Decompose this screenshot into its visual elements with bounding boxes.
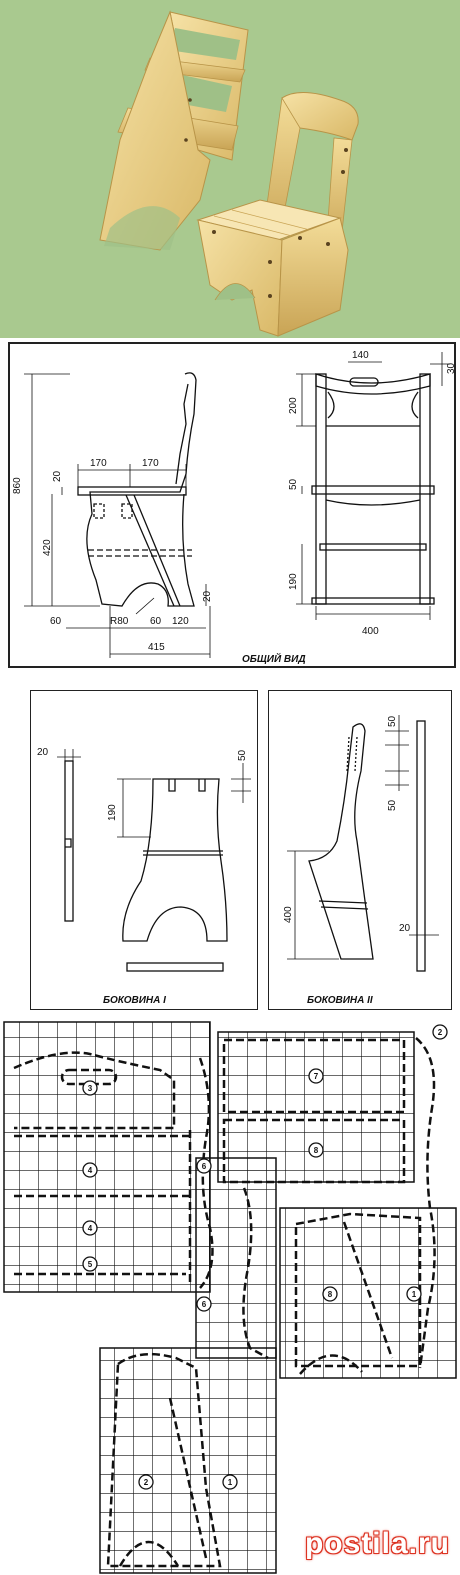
dim-low-190: 190 bbox=[288, 573, 299, 590]
dim-thickness-20: 20 bbox=[37, 747, 49, 758]
part-number-label: 1 bbox=[412, 1290, 417, 1299]
part-marker-circle bbox=[308, 1068, 324, 1084]
dim-base-20: 20 bbox=[202, 590, 213, 602]
part-number-label: 8 bbox=[314, 1146, 319, 1155]
cutting-pattern-grid: 3 4 4 5 6 6 7 8 8 1 2 1 2 postila.ru bbox=[0, 1018, 460, 1575]
dim-seat-thickness: 20 bbox=[52, 470, 63, 482]
side-one-svg: 20 50 190 БОКОВИНА I bbox=[37, 747, 251, 1006]
side-two-caption: БОКОВИНА II bbox=[307, 995, 373, 1006]
general-view-drawing: 860 420 20 170 170 60 R80 60 120 20 415 … bbox=[8, 342, 457, 668]
dim-seat-right: 170 bbox=[142, 458, 159, 469]
dim-back-200: 200 bbox=[288, 397, 299, 414]
dim-height-860: 860 bbox=[12, 477, 23, 494]
part-marker-circle bbox=[82, 1162, 98, 1178]
part-marker-circle bbox=[196, 1158, 212, 1174]
part-markers: 3 4 4 5 6 6 7 8 8 1 2 1 2 bbox=[82, 1024, 448, 1490]
side-one-caption: БОКОВИНА I bbox=[103, 995, 166, 1006]
dim-thickness-20: 20 bbox=[399, 923, 411, 934]
dim-top-50: 50 bbox=[387, 715, 398, 727]
dim-slot-50: 50 bbox=[237, 749, 248, 761]
part-number-label: 2 bbox=[438, 1028, 443, 1037]
part-number-label: 3 bbox=[88, 1084, 93, 1093]
dim-top-30: 30 bbox=[446, 362, 457, 374]
photo-chair-ladder bbox=[0, 0, 460, 338]
part-number-label: 4 bbox=[88, 1224, 93, 1233]
dim-arch-radius: R80 bbox=[110, 616, 129, 627]
dim-ladder-400: 400 bbox=[362, 626, 379, 637]
general-view-svg: 860 420 20 170 170 60 R80 60 120 20 415 … bbox=[12, 350, 457, 665]
part-number-label: 2 bbox=[144, 1478, 149, 1487]
part-number-label: 7 bbox=[314, 1072, 319, 1081]
dim-mid-50: 50 bbox=[387, 799, 398, 811]
part-marker-circle bbox=[322, 1286, 338, 1302]
part-marker-circle bbox=[432, 1024, 448, 1040]
dim-right-60: 60 bbox=[150, 616, 162, 627]
part-marker-circle bbox=[82, 1220, 98, 1236]
part-number-label: 5 bbox=[88, 1260, 93, 1269]
watermark-postila: postila.ru bbox=[304, 1527, 450, 1560]
part-marker-circle bbox=[308, 1142, 324, 1158]
dim-seat-height: 420 bbox=[42, 539, 53, 556]
pattern-svg: 3 4 4 5 6 6 7 8 8 1 2 1 2 bbox=[3, 1021, 457, 1574]
dim-right-120: 120 bbox=[172, 616, 189, 627]
part-marker-circle bbox=[406, 1286, 422, 1302]
dim-height-400: 400 bbox=[283, 906, 294, 923]
general-view-caption: ОБЩИЙ ВИД bbox=[242, 652, 306, 665]
part-number-label: 4 bbox=[88, 1166, 93, 1175]
dim-seat-left: 170 bbox=[90, 458, 107, 469]
part-number-label: 6 bbox=[202, 1300, 207, 1309]
part-number-label: 1 bbox=[228, 1478, 233, 1487]
dim-step-50: 50 bbox=[288, 478, 299, 490]
dim-width-415: 415 bbox=[148, 642, 165, 653]
part-number-label: 6 bbox=[202, 1162, 207, 1171]
side-part-two: 50 50 400 20 БОКОВИНА II bbox=[268, 690, 452, 1010]
part-marker-circle bbox=[196, 1296, 212, 1312]
part-number-label: 8 bbox=[328, 1290, 333, 1299]
part-marker-circle bbox=[138, 1474, 154, 1490]
part-marker-circle bbox=[82, 1080, 98, 1096]
dim-slot-depth-190: 190 bbox=[107, 804, 118, 821]
dim-top-140: 140 bbox=[352, 350, 369, 361]
part-marker-circle bbox=[222, 1474, 238, 1490]
part-marker-circle bbox=[82, 1256, 98, 1272]
chair-ladder-illustration bbox=[99, 10, 359, 337]
side-part-one: 20 50 190 БОКОВИНА I bbox=[30, 690, 258, 1010]
side-two-svg: 50 50 400 20 БОКОВИНА II bbox=[283, 715, 439, 1006]
dim-bottom-offset: 60 bbox=[50, 616, 62, 627]
